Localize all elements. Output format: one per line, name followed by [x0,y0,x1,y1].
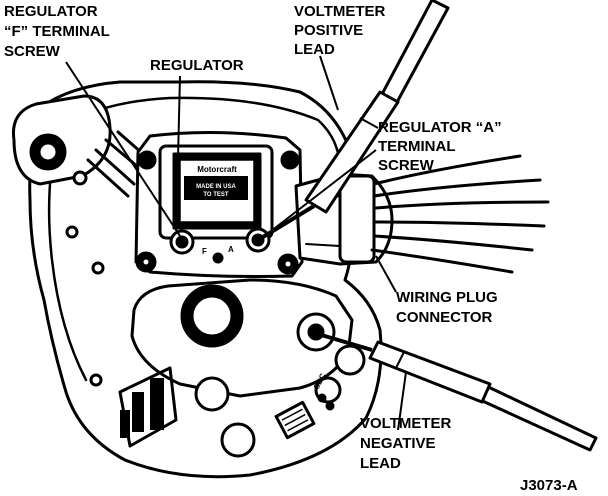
label-regulator-f-terminal-screw: REGULATOR “F” TERMINAL SCREW [4,3,114,60]
center-terminal [212,252,224,264]
stator-terminal-2 [194,376,230,412]
regulator-marking-line2: TO TEST [203,192,229,198]
figure-id: J3073-A [520,477,578,494]
label-regulator: REGULATOR [150,57,244,74]
voltmeter-positive-probe [256,0,450,242]
regulator-mount-screw-tl [137,150,157,170]
leader-wiring-plug [375,255,397,293]
regulator-brand-marking: Motorcraft [197,165,237,174]
leader-voltmeter-positive [319,55,339,111]
terminal-a-marking: A [228,245,234,254]
leader-regulator-a [261,149,377,239]
housing-screw-3 [91,261,105,275]
leader-voltmeter-negative [397,371,407,431]
regulator-mount-screw-tr [280,150,300,170]
wire-bundle [370,154,550,274]
leader-lines [65,55,407,431]
housing-screw-4 [89,373,103,387]
label-voltmeter-positive-lead: VOLTMETER POSITIVE LEAD [294,3,390,58]
leader-regulator [177,75,181,159]
housing-screw-2 [65,225,79,239]
alternator-drawing [11,80,550,479]
leader-regulator-f [65,61,181,237]
stator-terminal-1 [334,344,366,376]
regulator-marking-line1: MADE IN USA [196,184,236,190]
housing-stack [118,366,178,448]
stator-terminal-3 [220,422,256,458]
label-wiring-plug-connector: WIRING PLUG CONNECTOR [396,289,502,326]
label-voltmeter-negative-lead: VOLTMETER NEGATIVE LEAD [360,415,456,472]
terminal-f-marking: F [202,247,207,256]
voltmeter-negative-probe [317,332,598,452]
label-regulator-a-terminal-screw: REGULATOR “A” TERMINAL SCREW [378,119,506,174]
housing-screw-1 [72,170,88,186]
